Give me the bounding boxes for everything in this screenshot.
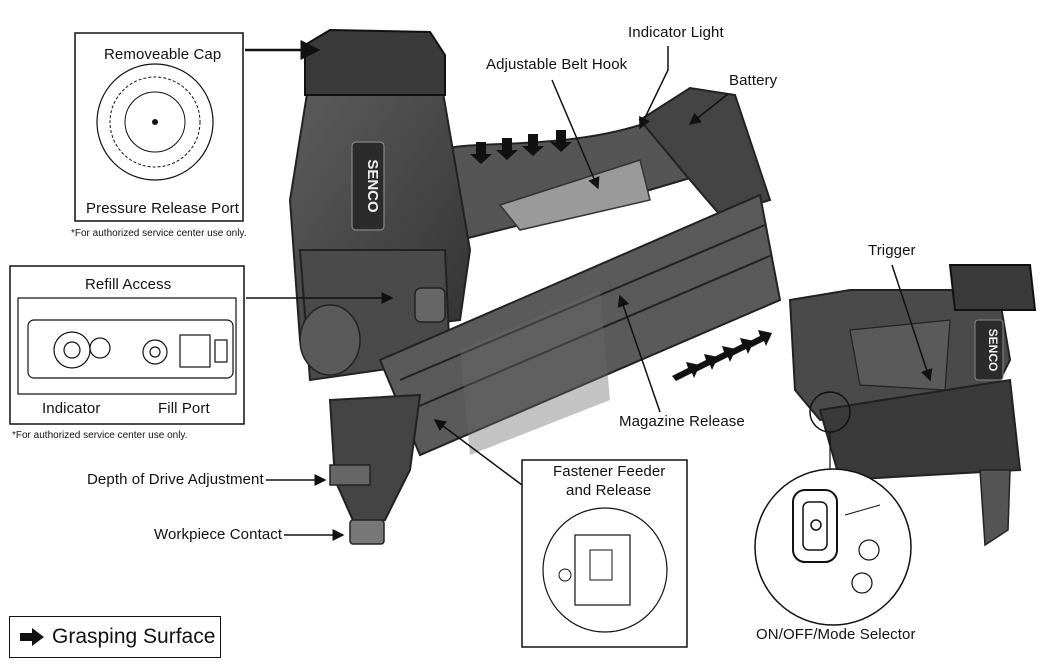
label-magazine-release: Magazine Release xyxy=(619,413,745,430)
label-depth-of-drive: Depth of Drive Adjustment xyxy=(87,471,264,488)
label-on-off-mode-selector: ON/OFF/Mode Selector xyxy=(756,626,916,643)
leader-battery xyxy=(688,93,729,125)
leader-belt-hook xyxy=(551,79,600,190)
label-fill-port: Fill Port xyxy=(158,400,210,417)
label-adjustable-belt-hook: Adjustable Belt Hook xyxy=(486,56,628,73)
arrow-right-icon xyxy=(20,628,44,646)
nailer-main xyxy=(288,28,782,545)
grasping-arrows-bottom xyxy=(672,330,772,381)
selector-detail xyxy=(754,468,912,626)
label-indicator: Indicator xyxy=(42,400,101,417)
note-authorized-top: *For authorized service center use only. xyxy=(71,228,247,239)
leader-magazine-release xyxy=(617,294,661,413)
label-workpiece-contact: Workpiece Contact xyxy=(154,526,283,543)
brand-logo-secondary: SENCO xyxy=(986,329,1000,372)
leader-indicator-light xyxy=(639,46,669,130)
label-fastener-feeder-2: and Release xyxy=(566,482,652,499)
label-indicator-light: Indicator Light xyxy=(628,24,724,41)
cap-detail-drawing xyxy=(96,63,214,181)
label-pressure-release-port: Pressure Release Port xyxy=(86,200,240,217)
refill-detail-drawing xyxy=(27,319,234,379)
label-trigger: Trigger xyxy=(868,242,916,259)
feeder-detail-drawing xyxy=(542,507,668,633)
brand-logo-main: SENCO xyxy=(364,159,381,213)
note-authorized-mid: *For authorized service center use only. xyxy=(12,430,188,441)
nailer-secondary xyxy=(788,264,1037,547)
leader-trigger xyxy=(891,264,933,382)
label-battery: Battery xyxy=(729,72,778,89)
label-fastener-feeder-1: Fastener Feeder xyxy=(553,463,666,480)
label-refill-access: Refill Access xyxy=(85,276,172,293)
legend-grasping-surface: Grasping Surface xyxy=(9,616,221,658)
legend-label: Grasping Surface xyxy=(52,625,216,648)
grasping-arrows-top xyxy=(470,130,572,164)
label-removeable-cap: Removeable Cap xyxy=(104,46,222,63)
